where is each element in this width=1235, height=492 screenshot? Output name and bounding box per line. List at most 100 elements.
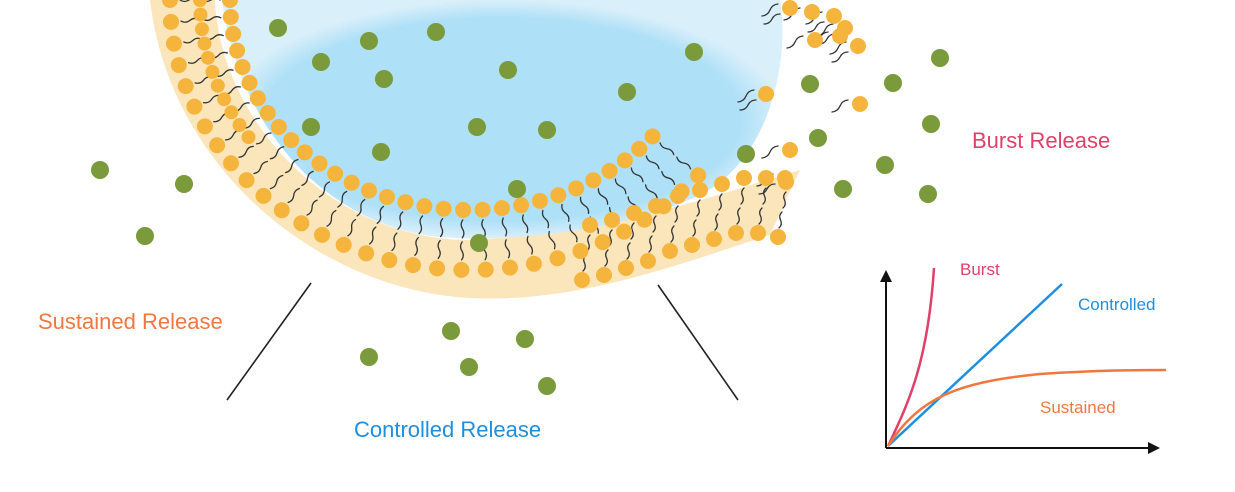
lipid-tail bbox=[692, 219, 697, 237]
drug-molecule bbox=[922, 115, 940, 133]
sustained-release-label: Sustained Release bbox=[38, 309, 223, 334]
lipid-tail bbox=[761, 3, 779, 17]
lipid-tail bbox=[740, 187, 745, 205]
lipid-tail bbox=[831, 99, 849, 113]
lipid-tail bbox=[569, 224, 578, 243]
lipid-tail bbox=[761, 145, 779, 159]
lipid-tail bbox=[645, 155, 660, 170]
lipid-head bbox=[550, 187, 567, 204]
lipid-tail bbox=[586, 234, 591, 252]
lipid-head bbox=[690, 167, 707, 184]
lipid-head bbox=[782, 142, 798, 158]
lipid-head bbox=[750, 225, 766, 241]
lipid-tail bbox=[762, 187, 767, 205]
lipid-tail bbox=[758, 183, 776, 195]
lipid-head bbox=[604, 212, 620, 228]
lipid-tail bbox=[648, 235, 653, 253]
lipid-head bbox=[782, 0, 798, 16]
lipid-tail bbox=[630, 167, 644, 183]
drug-molecule bbox=[302, 118, 320, 136]
lipid-head bbox=[343, 174, 360, 191]
legend-label-controlled: Controlled bbox=[1078, 295, 1156, 314]
lipid-head bbox=[618, 260, 634, 276]
lipid-head bbox=[378, 189, 395, 206]
burst-release-label: Burst Release bbox=[972, 128, 1110, 153]
drug-molecule bbox=[801, 75, 819, 93]
lipid-head bbox=[513, 197, 530, 214]
lipid-tail bbox=[718, 193, 723, 211]
lipid-tail bbox=[630, 222, 635, 240]
lipid-head bbox=[850, 38, 866, 54]
legend-label-sustained: Sustained bbox=[1040, 398, 1116, 417]
lipid-head bbox=[852, 96, 868, 112]
lipid-head bbox=[684, 237, 700, 253]
lipid-tail bbox=[739, 99, 757, 111]
lipid-head bbox=[241, 130, 256, 145]
lipid-head bbox=[585, 172, 602, 189]
lipid-head bbox=[736, 170, 752, 186]
lipid-head bbox=[596, 267, 612, 283]
lipid-tail bbox=[391, 232, 398, 252]
lipid-head bbox=[223, 155, 240, 172]
lipid-head bbox=[758, 170, 774, 186]
lipid-tail bbox=[659, 142, 675, 156]
lipid-head bbox=[311, 155, 328, 172]
lipid-head bbox=[327, 165, 344, 182]
lipid-tail bbox=[670, 225, 675, 243]
drug-molecule bbox=[834, 180, 852, 198]
lipid-head bbox=[205, 64, 220, 79]
lipid-head bbox=[616, 152, 633, 169]
lipid-tail bbox=[597, 188, 609, 205]
series-burst-line bbox=[886, 267, 936, 447]
lipid-head bbox=[296, 144, 313, 161]
lipid-tail bbox=[521, 214, 529, 234]
release-kinetics-chart bbox=[880, 267, 1167, 454]
lipid-head bbox=[804, 4, 820, 20]
lipid-tail bbox=[418, 215, 424, 235]
lipid-tail bbox=[347, 218, 357, 237]
lipid-tail bbox=[608, 229, 613, 247]
drug-molecule bbox=[538, 121, 556, 139]
lipid-head bbox=[770, 229, 786, 245]
lipid-head bbox=[644, 128, 661, 145]
lipid-tail bbox=[644, 184, 658, 200]
lipid-head bbox=[186, 98, 203, 115]
lipid-head bbox=[162, 0, 178, 8]
lipid-tails bbox=[179, 0, 849, 272]
lipid-tail bbox=[674, 205, 679, 223]
lipid-head bbox=[210, 78, 225, 93]
lipid-tail bbox=[269, 174, 284, 190]
lipid-head bbox=[200, 50, 215, 65]
lipid-tail bbox=[714, 213, 719, 231]
lipid-tail bbox=[202, 16, 222, 22]
drug-molecule bbox=[175, 175, 193, 193]
legend-label-burst: Burst bbox=[960, 260, 1000, 279]
drug-molecule bbox=[876, 156, 894, 174]
drug-molecule bbox=[427, 23, 445, 41]
lipid-head bbox=[594, 234, 611, 251]
lipid-tail bbox=[255, 132, 272, 145]
lipid-tail bbox=[763, 13, 781, 25]
lipid-tail bbox=[604, 249, 609, 267]
lipid-head bbox=[640, 253, 656, 269]
lipid-head bbox=[162, 13, 179, 30]
lipid-head bbox=[273, 202, 290, 219]
lipid-head bbox=[335, 236, 352, 253]
lipid-tail bbox=[676, 156, 692, 170]
lipid-head bbox=[501, 259, 518, 276]
lipid-tail bbox=[831, 51, 849, 63]
lipid-tail bbox=[459, 241, 464, 261]
lipid-tail bbox=[736, 207, 741, 225]
drug-molecule bbox=[91, 161, 109, 179]
lipid-head bbox=[170, 57, 187, 74]
series-controlled-line bbox=[887, 283, 1063, 447]
lipid-tail bbox=[356, 198, 366, 217]
lipid-head bbox=[234, 58, 251, 75]
lipid-tail bbox=[758, 207, 763, 225]
lipid-head bbox=[837, 20, 853, 36]
drug-molecule bbox=[618, 83, 636, 101]
drug-molecule bbox=[884, 74, 902, 92]
lipid-tail bbox=[737, 89, 755, 103]
lipid-tail bbox=[481, 219, 486, 239]
